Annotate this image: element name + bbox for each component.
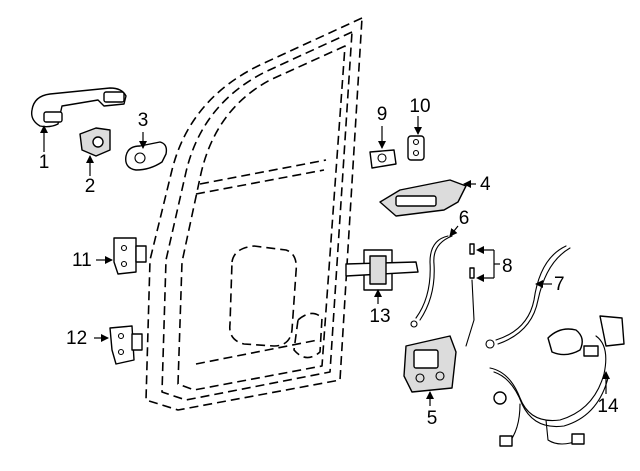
leader-8 [482,249,495,279]
callout-4: 4 [480,174,491,195]
callout-1: 1 [39,152,50,173]
part-12-lower-hinge [109,325,143,365]
part-6-cable [410,235,453,328]
part-2-bezel [79,127,111,157]
callout-10: 10 [409,96,430,117]
callout-14: 14 [597,396,619,417]
part-9-striker [369,149,397,169]
leader-6 [449,225,459,237]
arrow-8a [476,246,484,254]
part-5-latch [403,335,457,393]
callout-7: 7 [554,274,565,295]
arrow-8b [476,274,484,282]
callout-9: 9 [377,104,388,125]
callout-12: 12 [66,328,87,349]
callout-3: 3 [138,110,149,131]
part-4-inside-handle [379,179,467,217]
part-7-cable [485,245,571,349]
callout-6: 6 [459,208,470,229]
callout-8: 8 [502,256,513,277]
callout-11: 11 [72,250,92,271]
callout-13: 13 [369,306,390,327]
part-11-upper-hinge [113,237,147,275]
door-outline [145,17,363,411]
part-13-door-check [345,249,419,291]
callout-2: 2 [85,176,96,197]
part-1-exterior-handle [30,87,127,128]
callout-5: 5 [427,408,438,429]
part-3-gasket [125,141,168,171]
part-8-lock-rod [465,243,475,347]
part-10-bracket [407,135,425,161]
part-14-wiring-harness [489,315,625,447]
